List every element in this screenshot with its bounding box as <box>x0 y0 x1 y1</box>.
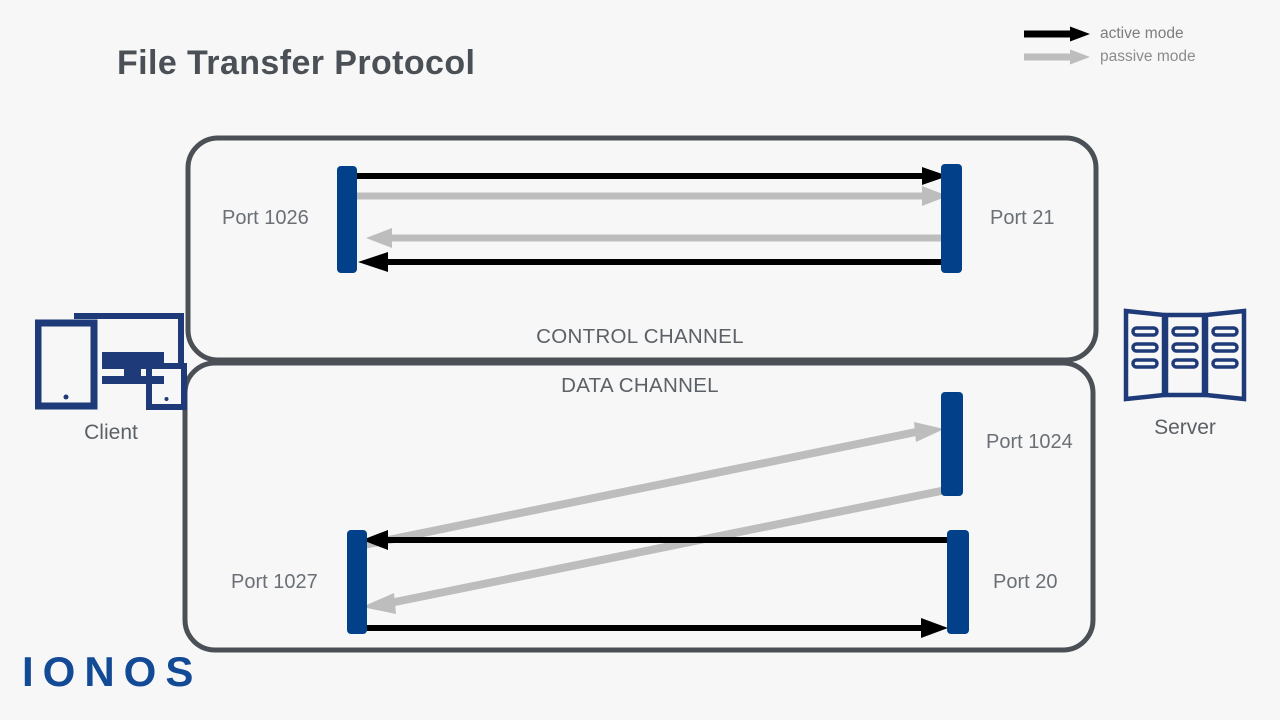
legend-item-active: active mode <box>1022 22 1272 45</box>
active-arrow-icon <box>1024 26 1090 41</box>
data-flow-passive-from-1024 <box>362 486 947 614</box>
server-endpoint: Server <box>1120 305 1250 440</box>
port-bar-client-1027 <box>347 530 367 634</box>
control-flow-passive-in <box>366 228 950 248</box>
data-flow-active-to-20 <box>356 618 948 638</box>
port-label-1027: Port 1027 <box>231 571 318 593</box>
port-label-21: Port 21 <box>990 207 1055 229</box>
port-label-1026: Port 1026 <box>222 207 309 229</box>
data-flow-active-from-20 <box>362 530 950 550</box>
port-bar-client-1026 <box>337 166 357 273</box>
data-channel-label: DATA CHANNEL <box>561 374 719 397</box>
legend-label-active: active mode <box>1100 24 1184 42</box>
control-channel-label: CONTROL CHANNEL <box>536 325 744 348</box>
legend-label-passive: passive mode <box>1100 47 1196 65</box>
legend: active mode passive mode <box>1022 22 1272 68</box>
port-bar-server-21 <box>941 164 962 273</box>
client-label: Client <box>84 421 138 444</box>
server-rack-icon <box>1123 308 1247 402</box>
devices-icon <box>34 313 187 410</box>
ionos-logo: IONOS <box>22 648 203 695</box>
port-label-20: Port 20 <box>993 571 1058 593</box>
client-endpoint: Client <box>34 300 187 445</box>
server-label: Server <box>1154 416 1216 439</box>
port-label-1024: Port 1024 <box>986 431 1073 453</box>
control-flow-active-in <box>358 252 950 272</box>
page-title: File Transfer Protocol <box>117 44 476 82</box>
control-flow-active-out <box>356 167 948 185</box>
port-bar-server-20 <box>947 530 969 634</box>
port-bar-server-1024 <box>941 392 963 496</box>
passive-arrow-icon <box>1024 49 1090 64</box>
control-flow-passive-out <box>356 186 948 206</box>
legend-item-passive: passive mode <box>1022 45 1272 68</box>
data-flow-passive-to-1024 <box>363 422 944 549</box>
